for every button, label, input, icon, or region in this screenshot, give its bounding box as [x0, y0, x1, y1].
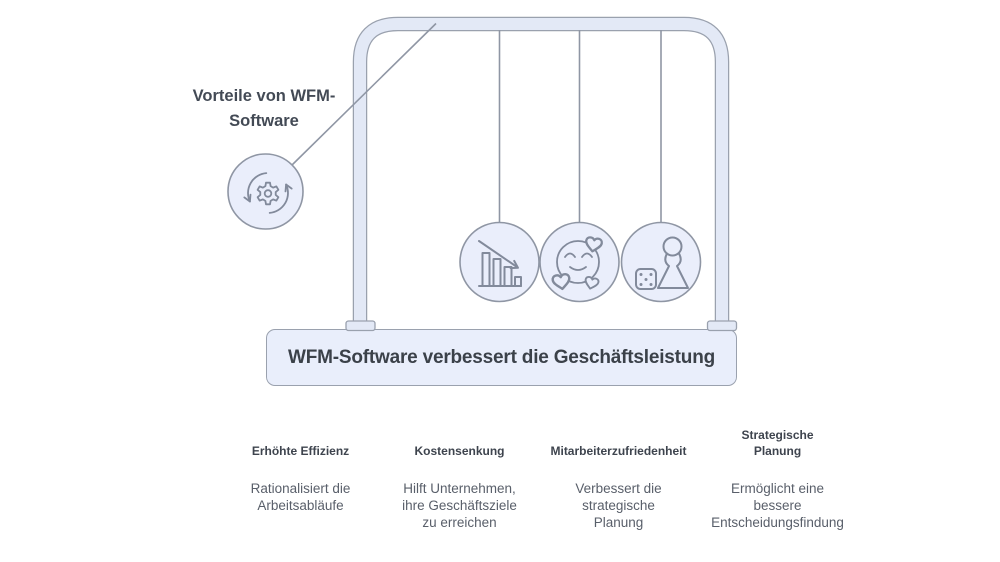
smiley-with-hearts-icon	[550, 235, 604, 292]
process-cycle-gear-icon	[243, 172, 293, 214]
ball-cost-reduction	[459, 221, 540, 303]
benefit-heading: Kostensenkung	[414, 444, 505, 458]
pawn-and-die-icon	[635, 236, 689, 290]
benefit-col-strategic-planning: Strategische Planung Ermöglicht eine bes…	[698, 417, 857, 531]
diagram-title: Vorteile von WFM- Software	[192, 87, 336, 130]
benefit-columns: Erhöhte Effizienz Rationalisiert die Arb…	[221, 417, 861, 531]
benefit-col-cost-reduction: Kostensenkung Hilft Unternehmen, ihre Ge…	[380, 417, 539, 531]
benefit-heading: Strategische Planung	[741, 428, 814, 458]
banner: WFM-Software verbessert die Geschäftslei…	[266, 329, 737, 386]
ball-efficiency	[227, 153, 304, 230]
benefit-col-employee-satisfaction: Mitarbeiterzufriedenheit Verbessert die …	[539, 417, 698, 531]
benefit-col-efficiency: Erhöhte Effizienz Rationalisiert die Arb…	[221, 417, 380, 531]
ball-strategic-planning	[620, 221, 702, 303]
benefit-body: Verbessert die strategische Planung	[575, 481, 662, 530]
ball-employee-satisfaction	[539, 221, 620, 303]
benefit-body: Ermöglicht eine bessere Entscheidungsfin…	[711, 481, 844, 530]
gear-icon-path	[256, 181, 280, 206]
benefit-body: Hilft Unternehmen, ihre Geschäftsziele z…	[402, 481, 517, 530]
declining-bar-chart-icon	[478, 240, 522, 287]
benefit-heading: Mitarbeiterzufriedenheit	[550, 444, 687, 458]
banner-label: WFM-Software verbessert die Geschäftslei…	[287, 346, 716, 368]
benefit-heading: Erhöhte Effizienz	[251, 444, 350, 458]
cradle-frame	[352, 16, 730, 329]
benefit-body: Rationalisiert die Arbeitsabläufe	[250, 481, 351, 513]
